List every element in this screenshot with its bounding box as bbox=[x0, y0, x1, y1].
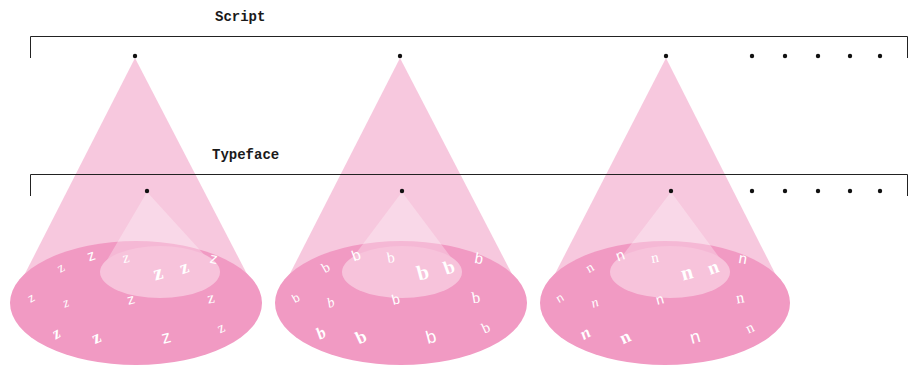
glyph: n bbox=[650, 250, 660, 266]
glyph: z bbox=[25, 291, 36, 304]
dot bbox=[145, 189, 149, 193]
dot bbox=[783, 54, 787, 58]
glyph: z bbox=[151, 262, 165, 285]
glyph: n bbox=[577, 323, 594, 342]
glyph: b bbox=[415, 261, 432, 284]
glyph: b bbox=[290, 291, 302, 305]
glyph: n bbox=[688, 327, 702, 347]
typeface-field bbox=[100, 246, 220, 298]
glyph: n bbox=[654, 292, 666, 308]
dot bbox=[750, 54, 754, 58]
glyph: z bbox=[206, 290, 216, 307]
glyph: z bbox=[215, 320, 227, 336]
glyph: n bbox=[614, 247, 627, 264]
glyph: n bbox=[735, 289, 746, 306]
glyph: n bbox=[705, 256, 721, 277]
dot bbox=[816, 189, 820, 193]
glyph: b bbox=[474, 250, 485, 266]
bracket bbox=[31, 37, 908, 59]
glyph: z bbox=[89, 327, 104, 347]
glyph: n bbox=[554, 291, 566, 305]
glyph: b bbox=[350, 247, 363, 264]
dot bbox=[669, 189, 673, 193]
dot bbox=[783, 189, 787, 193]
dot bbox=[400, 189, 404, 193]
glyph: b bbox=[313, 324, 329, 343]
glyph: z bbox=[177, 257, 191, 278]
glyph: z bbox=[209, 250, 219, 266]
glyph: z bbox=[121, 250, 130, 266]
dot bbox=[878, 189, 882, 193]
bracket bbox=[31, 175, 908, 197]
glyph: z bbox=[85, 247, 97, 264]
glyph-field bbox=[540, 241, 790, 365]
dot bbox=[664, 54, 668, 58]
glyph: b bbox=[319, 260, 332, 276]
dot bbox=[398, 54, 402, 58]
dot bbox=[848, 189, 852, 193]
glyph: n bbox=[738, 250, 749, 266]
glyph: b bbox=[424, 327, 438, 347]
glyph: z bbox=[55, 260, 67, 275]
glyph: n bbox=[679, 261, 696, 284]
typeface-field bbox=[610, 246, 730, 298]
dot bbox=[750, 189, 754, 193]
glyph: b bbox=[471, 289, 482, 306]
level-label: Script bbox=[215, 10, 265, 24]
glyph: b bbox=[441, 256, 457, 277]
glyph: z bbox=[125, 292, 137, 308]
glyph: n bbox=[617, 327, 634, 348]
glyph: z bbox=[61, 295, 71, 310]
glyph-field bbox=[275, 241, 527, 365]
level-label: Typeface bbox=[212, 148, 279, 162]
glyph: b bbox=[325, 295, 336, 311]
glyph: z bbox=[159, 327, 172, 347]
dot bbox=[133, 54, 137, 58]
glyph: z bbox=[49, 324, 63, 342]
glyph: b bbox=[479, 320, 492, 337]
dot bbox=[848, 54, 852, 58]
glyph: n bbox=[589, 295, 600, 311]
glyph: b bbox=[353, 327, 370, 348]
dot bbox=[878, 54, 882, 58]
glyph: n bbox=[583, 260, 596, 276]
glyph: n bbox=[743, 320, 756, 337]
dot bbox=[816, 54, 820, 58]
glyph: b bbox=[390, 292, 402, 308]
glyph: b bbox=[386, 250, 396, 266]
glyph-field bbox=[10, 241, 262, 365]
typeface-field bbox=[342, 246, 462, 298]
